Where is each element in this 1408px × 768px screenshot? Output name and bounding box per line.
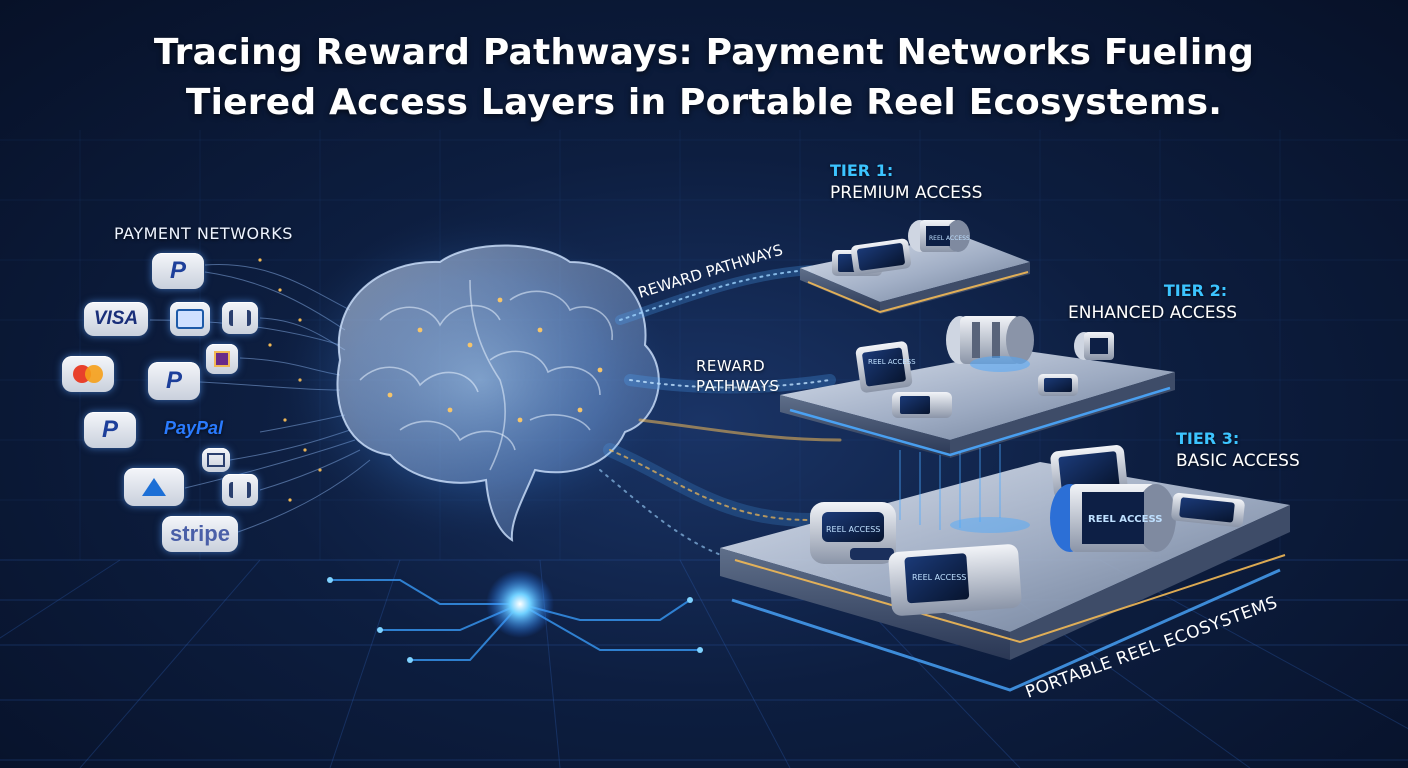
wallet-icon	[229, 310, 251, 326]
stripe-icon: stripe	[170, 521, 230, 546]
link-badge	[222, 474, 258, 506]
device-label: REEL ACCESS	[929, 235, 970, 242]
device-label: REEL ACCESS	[912, 573, 966, 582]
tier1-name: PREMIUM ACCESS	[830, 183, 983, 203]
payment-networks-label: PAYMENT NETWORKS	[114, 224, 293, 243]
card-badge	[170, 302, 210, 336]
terminal-icon	[207, 453, 225, 467]
tier1-devices	[832, 220, 970, 276]
visa-badge: VISA	[84, 302, 148, 336]
card-icon	[176, 309, 204, 329]
square-icon	[214, 351, 230, 367]
brain-illustration	[270, 210, 690, 550]
tier2-devices	[855, 316, 1114, 418]
tier1-number: TIER 1:	[830, 161, 894, 180]
tier3-name: BASIC ACCESS	[1176, 451, 1300, 471]
mastercard-icon	[71, 365, 105, 383]
visa-icon: VISA	[93, 308, 139, 329]
paypal-p-icon: P	[169, 257, 186, 284]
title-line-2: Tiered Access Layers in Portable Reel Ec…	[185, 82, 1223, 123]
grid-floor	[0, 559, 1408, 768]
wallet-badge	[222, 302, 258, 334]
page-title: Tracing Reward Pathways: Payment Network…	[0, 28, 1408, 128]
tier3-label: TIER 3: BASIC ACCESS	[1176, 428, 1300, 472]
device-label: REEL ACCESS	[868, 358, 916, 366]
tier2-name: ENHANCED ACCESS	[1068, 303, 1238, 323]
device-label: REEL ACCESS	[826, 525, 880, 534]
paypal-wordmark: PayPal	[164, 418, 224, 438]
triangle-badge	[124, 468, 184, 506]
energy-core	[486, 570, 554, 638]
mastercard-badge	[62, 356, 114, 392]
tier2-label: TIER 2: ENHANCED ACCESS	[1068, 280, 1237, 324]
paypal-p-icon: P	[101, 416, 118, 443]
device-label: REEL ACCESS	[1088, 514, 1162, 525]
tier3-devices	[810, 445, 1245, 616]
title-line-1: Tracing Reward Pathways: Payment Network…	[153, 32, 1255, 73]
tier2-number: TIER 2:	[1163, 281, 1228, 300]
paypal-p-badge: P	[152, 253, 204, 289]
tier1-label: TIER 1: PREMIUM ACCESS	[830, 160, 982, 204]
triangle-icon	[142, 478, 166, 496]
tier1-platform	[800, 235, 1030, 314]
paypal-p-icon: P	[165, 367, 182, 394]
link-icon	[229, 482, 251, 498]
reward-pathways-label-lower: REWARD PATHWAYS	[696, 357, 780, 395]
stripe-badge: stripe	[162, 516, 238, 552]
tier2-platform	[780, 350, 1175, 458]
square-badge	[206, 344, 238, 374]
terminal-badge	[202, 448, 230, 472]
paypal-p-badge-2: P	[148, 362, 200, 400]
paypal-p-badge-3: P	[84, 412, 136, 448]
tier3-number: TIER 3:	[1176, 429, 1240, 448]
